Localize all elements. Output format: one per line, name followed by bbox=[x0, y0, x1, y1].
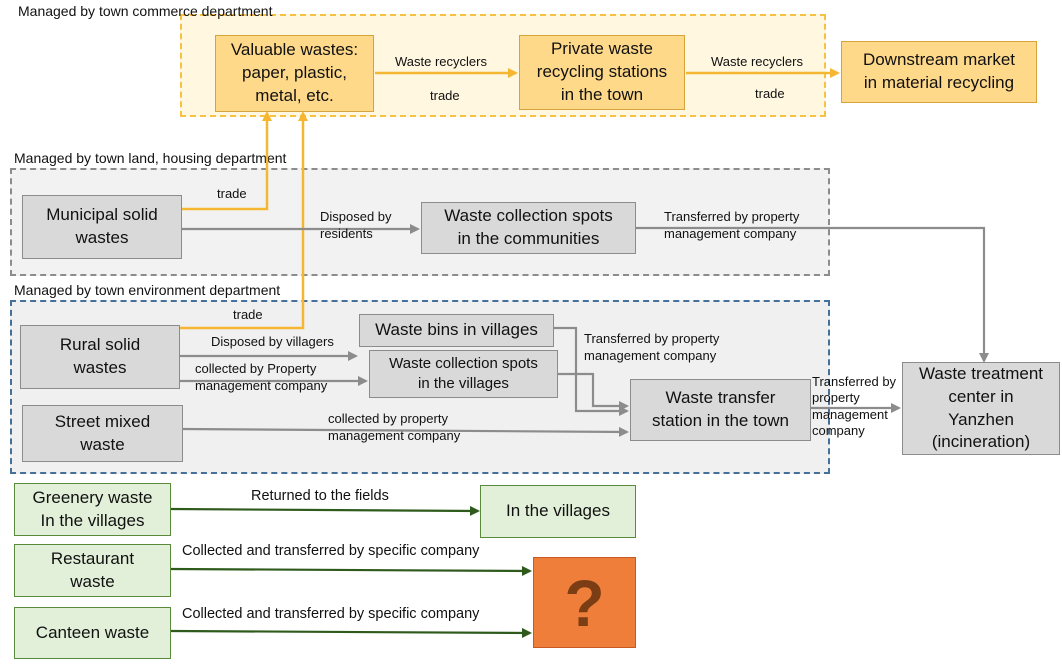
label-municipal-trade: trade bbox=[217, 186, 247, 201]
question-mark-icon: ? bbox=[564, 565, 605, 640]
node-valuable-wastes: Valuable wastes:paper, plastic,metal, et… bbox=[215, 35, 374, 112]
label-disposed-villagers: Disposed by villagers bbox=[211, 334, 334, 349]
label-recyclers-1-bottom: trade bbox=[430, 88, 460, 103]
region-environment-label: Managed by town environment department bbox=[14, 282, 281, 298]
arrow-street-to-transfer bbox=[182, 426, 629, 437]
arrow-restaurant-to-unknown bbox=[170, 565, 532, 576]
label-rural-trade: trade bbox=[233, 307, 263, 322]
label-specific-company-1: Collected and transferred by specific co… bbox=[182, 543, 480, 559]
arrow-municipal-trade bbox=[182, 111, 272, 211]
label-returned-fields: Returned to the fields bbox=[251, 488, 389, 504]
label-specific-company-2: Collected and transferred by specific co… bbox=[182, 606, 480, 622]
arrow-bins-to-transfer bbox=[554, 326, 629, 416]
arrow-rural-trade bbox=[180, 111, 308, 330]
region-commerce-label: Managed by town commerce department bbox=[18, 3, 273, 19]
label-recyclers-2-top: Waste recyclers bbox=[711, 54, 803, 69]
node-bins-villages: Waste bins in villages bbox=[359, 314, 554, 347]
arrow-collection-villages-to-transfer bbox=[558, 372, 629, 411]
node-canteen-waste: Canteen waste bbox=[14, 607, 171, 659]
arrow-greenery-to-villages bbox=[170, 505, 480, 516]
region-land-housing-label: Managed by town land, housing department bbox=[14, 150, 287, 166]
arrow-canteen-to-unknown bbox=[170, 627, 532, 638]
node-unknown-destination: ? bbox=[533, 557, 636, 648]
label-recyclers-1-top: Waste recyclers bbox=[395, 54, 487, 69]
node-in-villages: In the villages bbox=[480, 485, 636, 538]
arrow-communities-to-treatment bbox=[636, 226, 989, 363]
label-recyclers-2-bottom: trade bbox=[755, 86, 785, 101]
